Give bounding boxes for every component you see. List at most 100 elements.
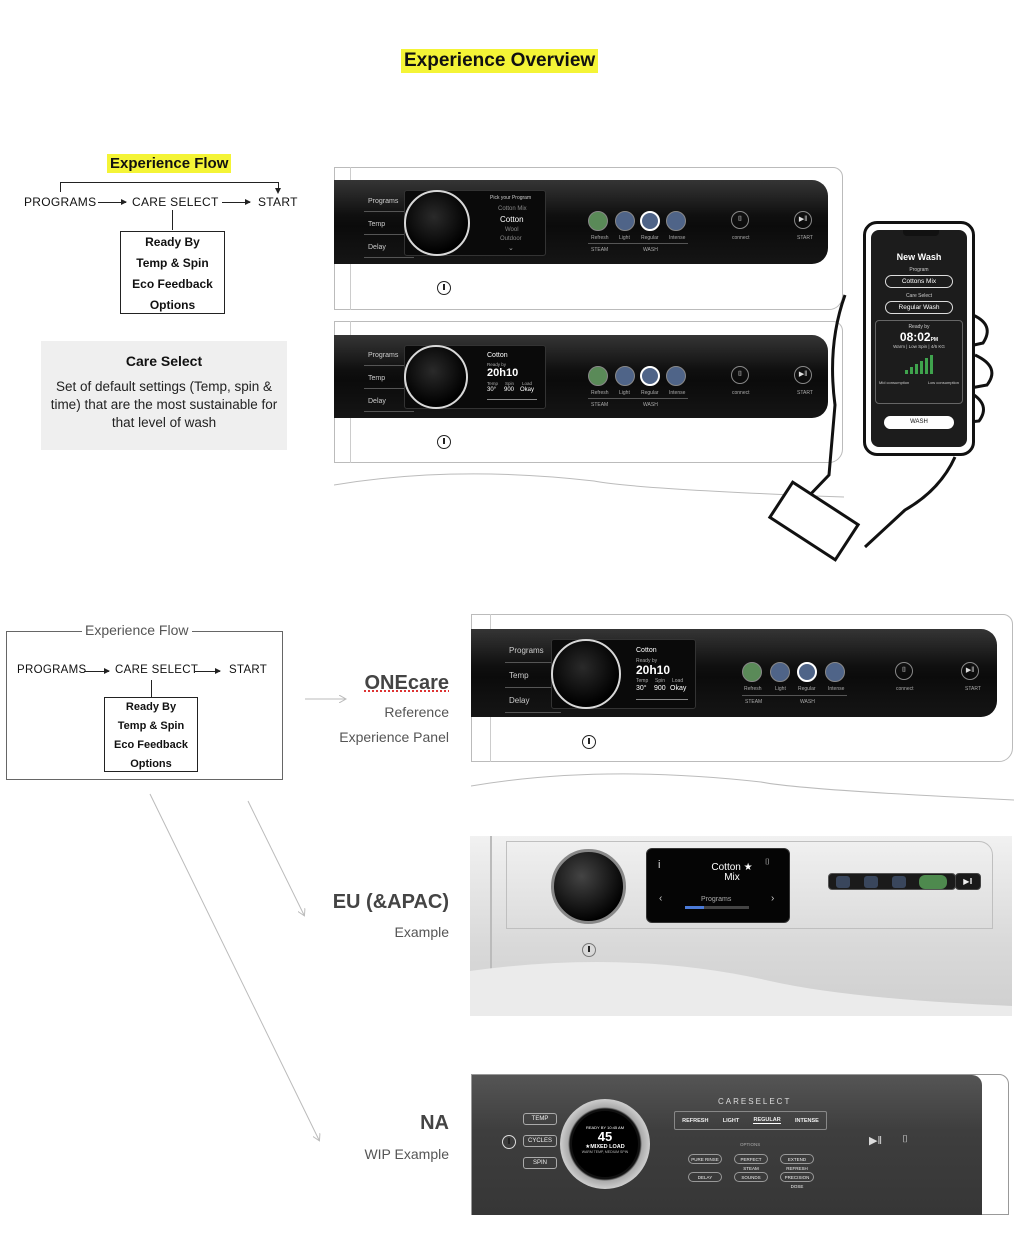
flow-title: Experience Flow xyxy=(107,154,232,173)
temp-button[interactable]: TEMP xyxy=(523,1113,557,1125)
programs-button[interactable]: Programs xyxy=(364,194,414,212)
care-refresh-button[interactable] xyxy=(742,662,762,682)
temp-button[interactable]: Temp xyxy=(364,217,414,235)
care-label: Refresh xyxy=(591,390,609,396)
load-value: Okay xyxy=(520,387,535,393)
care-light-button[interactable] xyxy=(615,211,635,231)
program-dial[interactable] xyxy=(551,639,621,709)
program-dial[interactable] xyxy=(404,190,470,256)
na-care-intense[interactable]: INTENSE xyxy=(794,1117,819,1124)
program-option-selected[interactable]: Cotton xyxy=(500,215,524,224)
power-icon[interactable] xyxy=(502,1135,516,1149)
connect-icon[interactable]: ⌷ xyxy=(765,857,770,866)
phone-care-selector[interactable]: Regular Wash xyxy=(885,301,953,314)
na-care-options: REFRESH LIGHT REGULAR INTENSE xyxy=(674,1111,827,1130)
power-icon[interactable] xyxy=(437,435,451,449)
play-pause-icon[interactable]: ▶‖ xyxy=(961,662,979,680)
na-option-pure-rinse[interactable]: PURE RINSE xyxy=(688,1154,722,1164)
ready-time: 20h10 xyxy=(636,663,671,677)
power-icon[interactable] xyxy=(582,943,596,957)
chevron-right-icon[interactable]: › xyxy=(771,893,775,904)
flow-connector xyxy=(172,210,173,230)
programs-button[interactable]: Programs xyxy=(505,643,561,663)
care-intense-button[interactable] xyxy=(892,876,906,888)
play-pause-icon[interactable]: ▶‖ xyxy=(794,211,812,229)
temp-button[interactable]: Temp xyxy=(505,668,561,688)
programs-button[interactable]: Programs xyxy=(364,348,414,366)
flow-arrow xyxy=(222,199,251,205)
na-option-extend-refresh[interactable]: EXTEND REFRESH xyxy=(780,1154,814,1171)
temp-button[interactable]: Temp xyxy=(364,371,414,389)
power-icon[interactable] xyxy=(582,735,596,749)
chevron-left-icon[interactable]: ‹ xyxy=(659,893,663,904)
care-regular-button[interactable] xyxy=(640,366,660,386)
na-ready-time: READY BY 10:45 AM xyxy=(585,1125,625,1130)
load-label: Load xyxy=(522,381,533,386)
care-light-button[interactable] xyxy=(770,662,790,682)
na-care-light[interactable]: LIGHT xyxy=(722,1117,740,1124)
program-name: Cotton xyxy=(487,352,508,359)
phone-device: New Wash Program Cottons Mix Care Select… xyxy=(863,221,975,456)
delay-button[interactable]: Delay xyxy=(364,240,414,258)
flow-title-secondary: Experience Flow xyxy=(82,622,192,638)
ready-label: Ready by xyxy=(636,658,658,664)
programs-progress-track xyxy=(685,906,749,909)
info-icon[interactable]: i xyxy=(658,859,661,871)
delay-button[interactable]: Delay xyxy=(505,693,561,713)
care-intense-button[interactable] xyxy=(666,211,686,231)
connect-icon[interactable]: ⌷ xyxy=(731,366,749,384)
program-option[interactable]: Outdoor xyxy=(500,236,522,242)
flow-item: Temp & Spin xyxy=(136,256,209,270)
program-dial[interactable] xyxy=(404,345,468,409)
na-dial-screen: READY BY 10:45 AM 45 ★MIXED LOAD WARM TE… xyxy=(572,1111,638,1177)
na-option-delay[interactable]: DELAY xyxy=(688,1172,722,1182)
spin-button[interactable]: SPIN xyxy=(523,1157,557,1169)
care-card-description: Set of default settings (Temp, spin & ti… xyxy=(50,379,278,430)
care-light-button[interactable] xyxy=(836,876,850,888)
na-care-refresh[interactable]: REFRESH xyxy=(682,1117,709,1124)
care-refresh-button[interactable] xyxy=(588,366,608,386)
care-regular-button[interactable] xyxy=(640,211,660,231)
care-intense-button[interactable] xyxy=(666,366,686,386)
care-light-button[interactable] xyxy=(615,366,635,386)
na-option-precision-dose[interactable]: PRECISION DOSE xyxy=(780,1172,814,1189)
delay-button[interactable]: Delay xyxy=(364,394,414,412)
program-option[interactable]: Cotton Mix xyxy=(498,206,527,212)
na-control-panel: CARESELECT TEMP CYCLES SPIN READY BY 10:… xyxy=(472,1075,982,1215)
power-icon[interactable] xyxy=(437,281,451,295)
connect-icon[interactable]: ⌷ xyxy=(902,1134,908,1145)
connect-icon[interactable]: ⌷ xyxy=(895,662,913,680)
flow-bracket-arrowhead xyxy=(275,188,281,194)
care-regular-button[interactable] xyxy=(797,662,817,682)
eu-screen: i Cotton ★ Mix ⌷ ‹ › Programs xyxy=(646,848,790,923)
ready-time: 20h10 xyxy=(487,367,519,379)
cycles-button[interactable]: CYCLES xyxy=(523,1135,557,1147)
na-title: NA xyxy=(420,1112,449,1134)
steam-refresh-button[interactable] xyxy=(919,875,947,889)
care-refresh-button[interactable] xyxy=(588,211,608,231)
care-label: Intense xyxy=(828,686,845,692)
phone-wash-button[interactable]: WASH xyxy=(884,416,954,429)
connect-label: connect xyxy=(732,390,750,396)
care-regular-button[interactable] xyxy=(864,876,878,888)
play-pause-icon[interactable]: ▶‖ xyxy=(869,1135,883,1147)
spin-value: 900 xyxy=(504,387,515,393)
play-pause-icon[interactable]: ▶‖ xyxy=(955,873,981,890)
flow-step-start: START xyxy=(258,195,298,209)
phone-program-selector[interactable]: Cottons Mix xyxy=(885,275,953,288)
chevron-down-icon[interactable]: ⌄ xyxy=(508,245,514,252)
program-option[interactable]: Wool xyxy=(505,227,519,233)
eu-control-panel: i Cotton ★ Mix ⌷ ‹ › Programs ▶‖ xyxy=(470,836,1012,1016)
star-icon: ★ xyxy=(743,862,753,873)
care-select-items-box: Ready By Temp & Spin Eco Feedback Option… xyxy=(120,231,225,314)
play-pause-icon[interactable]: ▶‖ xyxy=(794,366,812,384)
care-label: Intense xyxy=(669,235,686,241)
program-dial[interactable] xyxy=(551,849,626,924)
care-intense-button[interactable] xyxy=(825,662,845,682)
connect-icon[interactable]: ⌷ xyxy=(731,211,749,229)
connect-label: connect xyxy=(732,235,750,241)
na-care-regular[interactable]: REGULAR xyxy=(753,1117,781,1124)
na-option-perfect-steam[interactable]: PERFECT STEAM xyxy=(734,1154,768,1171)
na-option-sounds[interactable]: SOUNDS xyxy=(734,1172,768,1182)
na-load-line: ★MIXED LOAD xyxy=(572,1144,638,1150)
